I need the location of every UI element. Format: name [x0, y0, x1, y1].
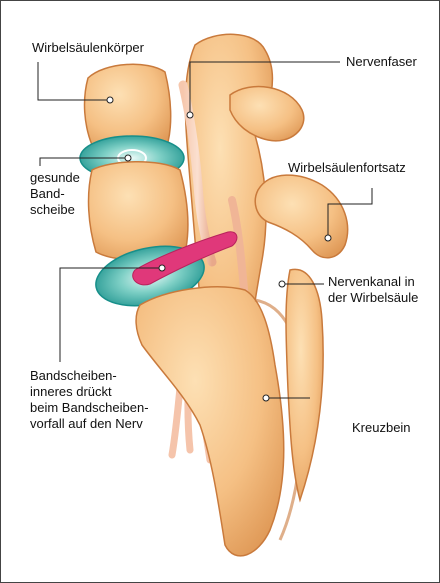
sacrum	[136, 287, 284, 556]
label-healthy-disc: gesunde Band- scheibe	[30, 170, 80, 218]
vertebral-body-2	[89, 162, 188, 260]
label-spinal-canal-line2: der Wirbelsäule	[328, 290, 418, 306]
label-spinal-canal-line1: Nervenkanal in	[328, 274, 418, 290]
label-spinal-canal: Nervenkanal in der Wirbelsäule	[328, 274, 418, 306]
label-sacrum: Kreuzbein	[352, 420, 411, 436]
label-disc-core-line4: vorfall auf den Nerv	[30, 416, 149, 432]
spinous-process	[255, 175, 347, 258]
label-disc-core-line2: inneres drückt	[30, 384, 149, 400]
label-spinous-process: Wirbelsäulenfortsatz	[288, 160, 406, 176]
label-healthy-disc-line1: gesunde	[30, 170, 80, 186]
label-disc-core: Bandscheiben- inneres drückt beim Bandsc…	[30, 368, 149, 432]
label-disc-core-line1: Bandscheiben-	[30, 368, 149, 384]
label-nerve-fiber: Nervenfaser	[346, 54, 417, 70]
label-healthy-disc-line3: scheibe	[30, 202, 80, 218]
label-vertebral-body: Wirbelsäulenkörper	[32, 40, 144, 56]
label-healthy-disc-line2: Band-	[30, 186, 80, 202]
label-disc-core-line3: beim Bandscheiben-	[30, 400, 149, 416]
sacrum-back	[286, 269, 323, 500]
